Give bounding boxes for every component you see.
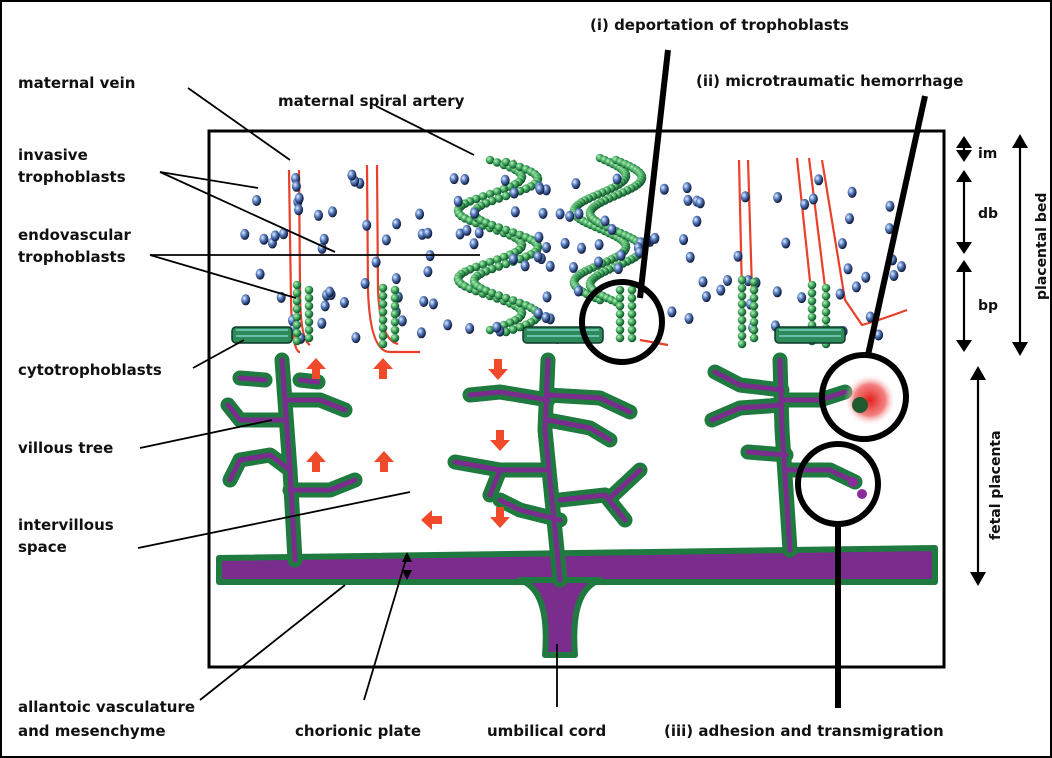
label-maternal-vein: maternal vein bbox=[18, 74, 135, 92]
villous-tree-left bbox=[228, 360, 355, 560]
label-cytotrophoblasts: cytotrophoblasts bbox=[18, 361, 162, 379]
label-invasive-1: invasive bbox=[18, 146, 88, 164]
label-im: im bbox=[978, 146, 997, 162]
blood-flow-arrows bbox=[306, 358, 510, 530]
adhering-cell bbox=[857, 489, 867, 499]
label-villous-tree: villous tree bbox=[18, 439, 113, 457]
villous-tree-middle bbox=[455, 360, 640, 580]
label-endovascular-2: trophoblasts bbox=[18, 248, 126, 266]
label-invasive-2: trophoblasts bbox=[18, 168, 126, 186]
label-maternal-spiral-artery: maternal spiral artery bbox=[278, 92, 465, 110]
invasive-trophoblasts bbox=[240, 170, 906, 344]
label-umbilical-cord: umbilical cord bbox=[487, 722, 606, 740]
hemorrhage-spot bbox=[844, 374, 896, 426]
label-hemorrhage: (ii) microtraumatic hemorrhage bbox=[696, 72, 963, 90]
label-adhesion: (iii) adhesion and transmigration bbox=[664, 722, 944, 740]
label-endovascular-1: endovascular bbox=[18, 226, 132, 244]
label-allantoic-2: and mesenchyme bbox=[18, 722, 166, 740]
label-deportation: (i) deportation of trophoblasts bbox=[590, 16, 849, 34]
label-intervillous-2: space bbox=[18, 538, 67, 556]
umbilical-cord-shape bbox=[520, 580, 600, 655]
label-chorionic-plate: chorionic plate bbox=[295, 722, 421, 740]
label-db: db bbox=[978, 206, 998, 222]
label-placental-bed: placental bed bbox=[1034, 193, 1050, 300]
label-allantoic-1: allantoic vasculature bbox=[18, 698, 195, 716]
chorionic-plate bbox=[219, 548, 935, 582]
adhering-cell bbox=[848, 477, 858, 487]
label-intervillous-1: intervillous bbox=[18, 516, 114, 534]
label-bp: bp bbox=[978, 298, 998, 314]
label-fetal-placenta: fetal placenta bbox=[988, 430, 1004, 540]
villous-tip bbox=[852, 397, 868, 413]
